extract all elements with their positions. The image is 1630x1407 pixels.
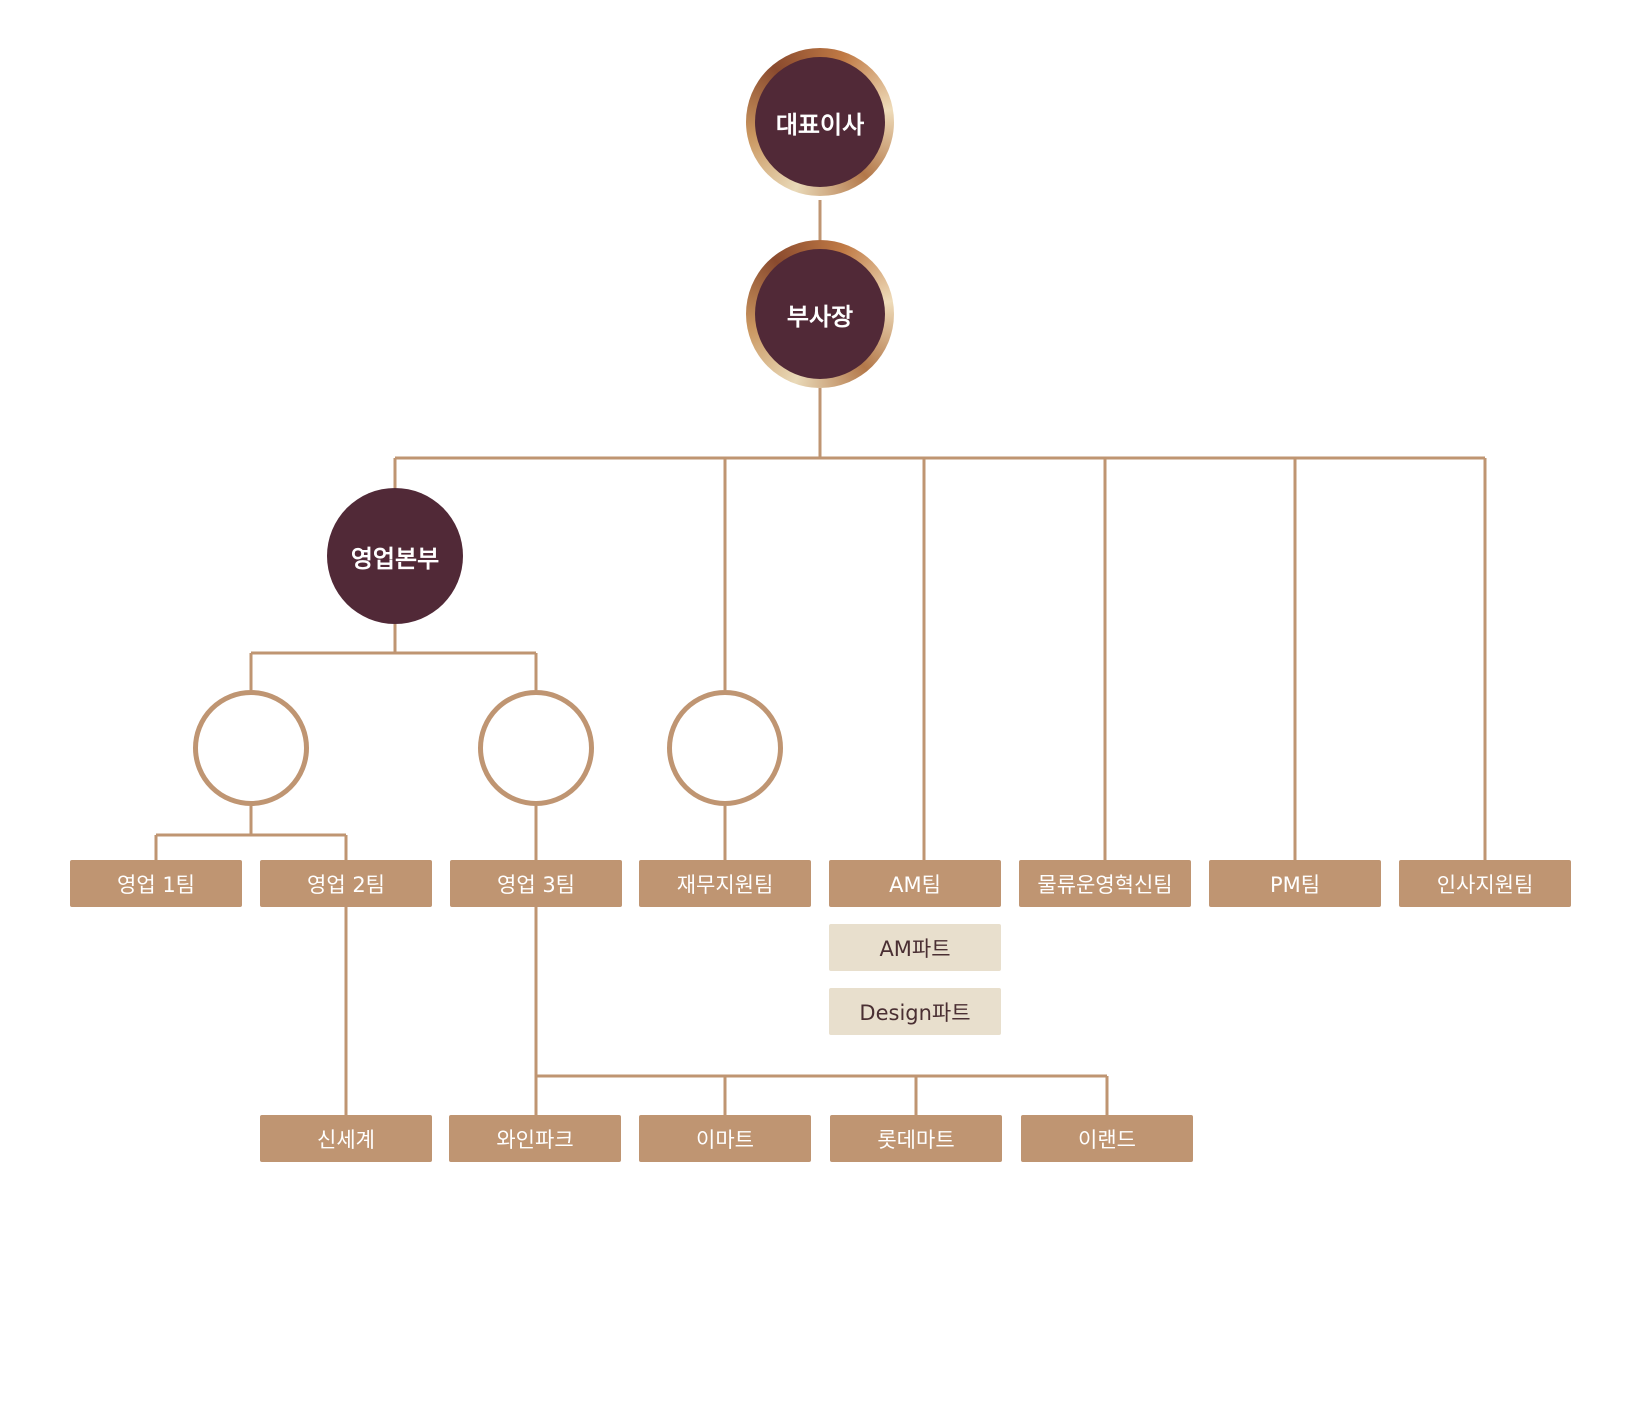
vice-president-label: 부사장 xyxy=(755,249,885,379)
sales-division-node: 영업본부 xyxy=(327,488,463,624)
finance-ring xyxy=(667,690,783,806)
account-lottemart: 롯데마트 xyxy=(830,1115,1002,1162)
part-design: Design파트 xyxy=(829,988,1001,1035)
account-winepark: 와인파크 xyxy=(449,1115,621,1162)
team-logistics: 물류운영혁신팀 xyxy=(1019,860,1191,907)
account-eland: 이랜드 xyxy=(1021,1115,1193,1162)
part-am: AM파트 xyxy=(829,924,1001,971)
ceo-label: 대표이사 xyxy=(755,57,885,187)
team-am: AM팀 xyxy=(829,860,1001,907)
vice-president-node: 부사장 xyxy=(746,240,894,388)
sales-group-a-ring xyxy=(193,690,309,806)
ceo-node: 대표이사 xyxy=(746,48,894,196)
team-finance: 재무지원팀 xyxy=(639,860,811,907)
account-emart: 이마트 xyxy=(639,1115,811,1162)
team-sales-3: 영업 3팀 xyxy=(450,860,622,907)
team-hr: 인사지원팀 xyxy=(1399,860,1571,907)
sales-group-b-ring xyxy=(478,690,594,806)
account-shinsegae: 신세계 xyxy=(260,1115,432,1162)
team-pm: PM팀 xyxy=(1209,860,1381,907)
team-sales-2: 영업 2팀 xyxy=(260,860,432,907)
team-sales-1: 영업 1팀 xyxy=(70,860,242,907)
